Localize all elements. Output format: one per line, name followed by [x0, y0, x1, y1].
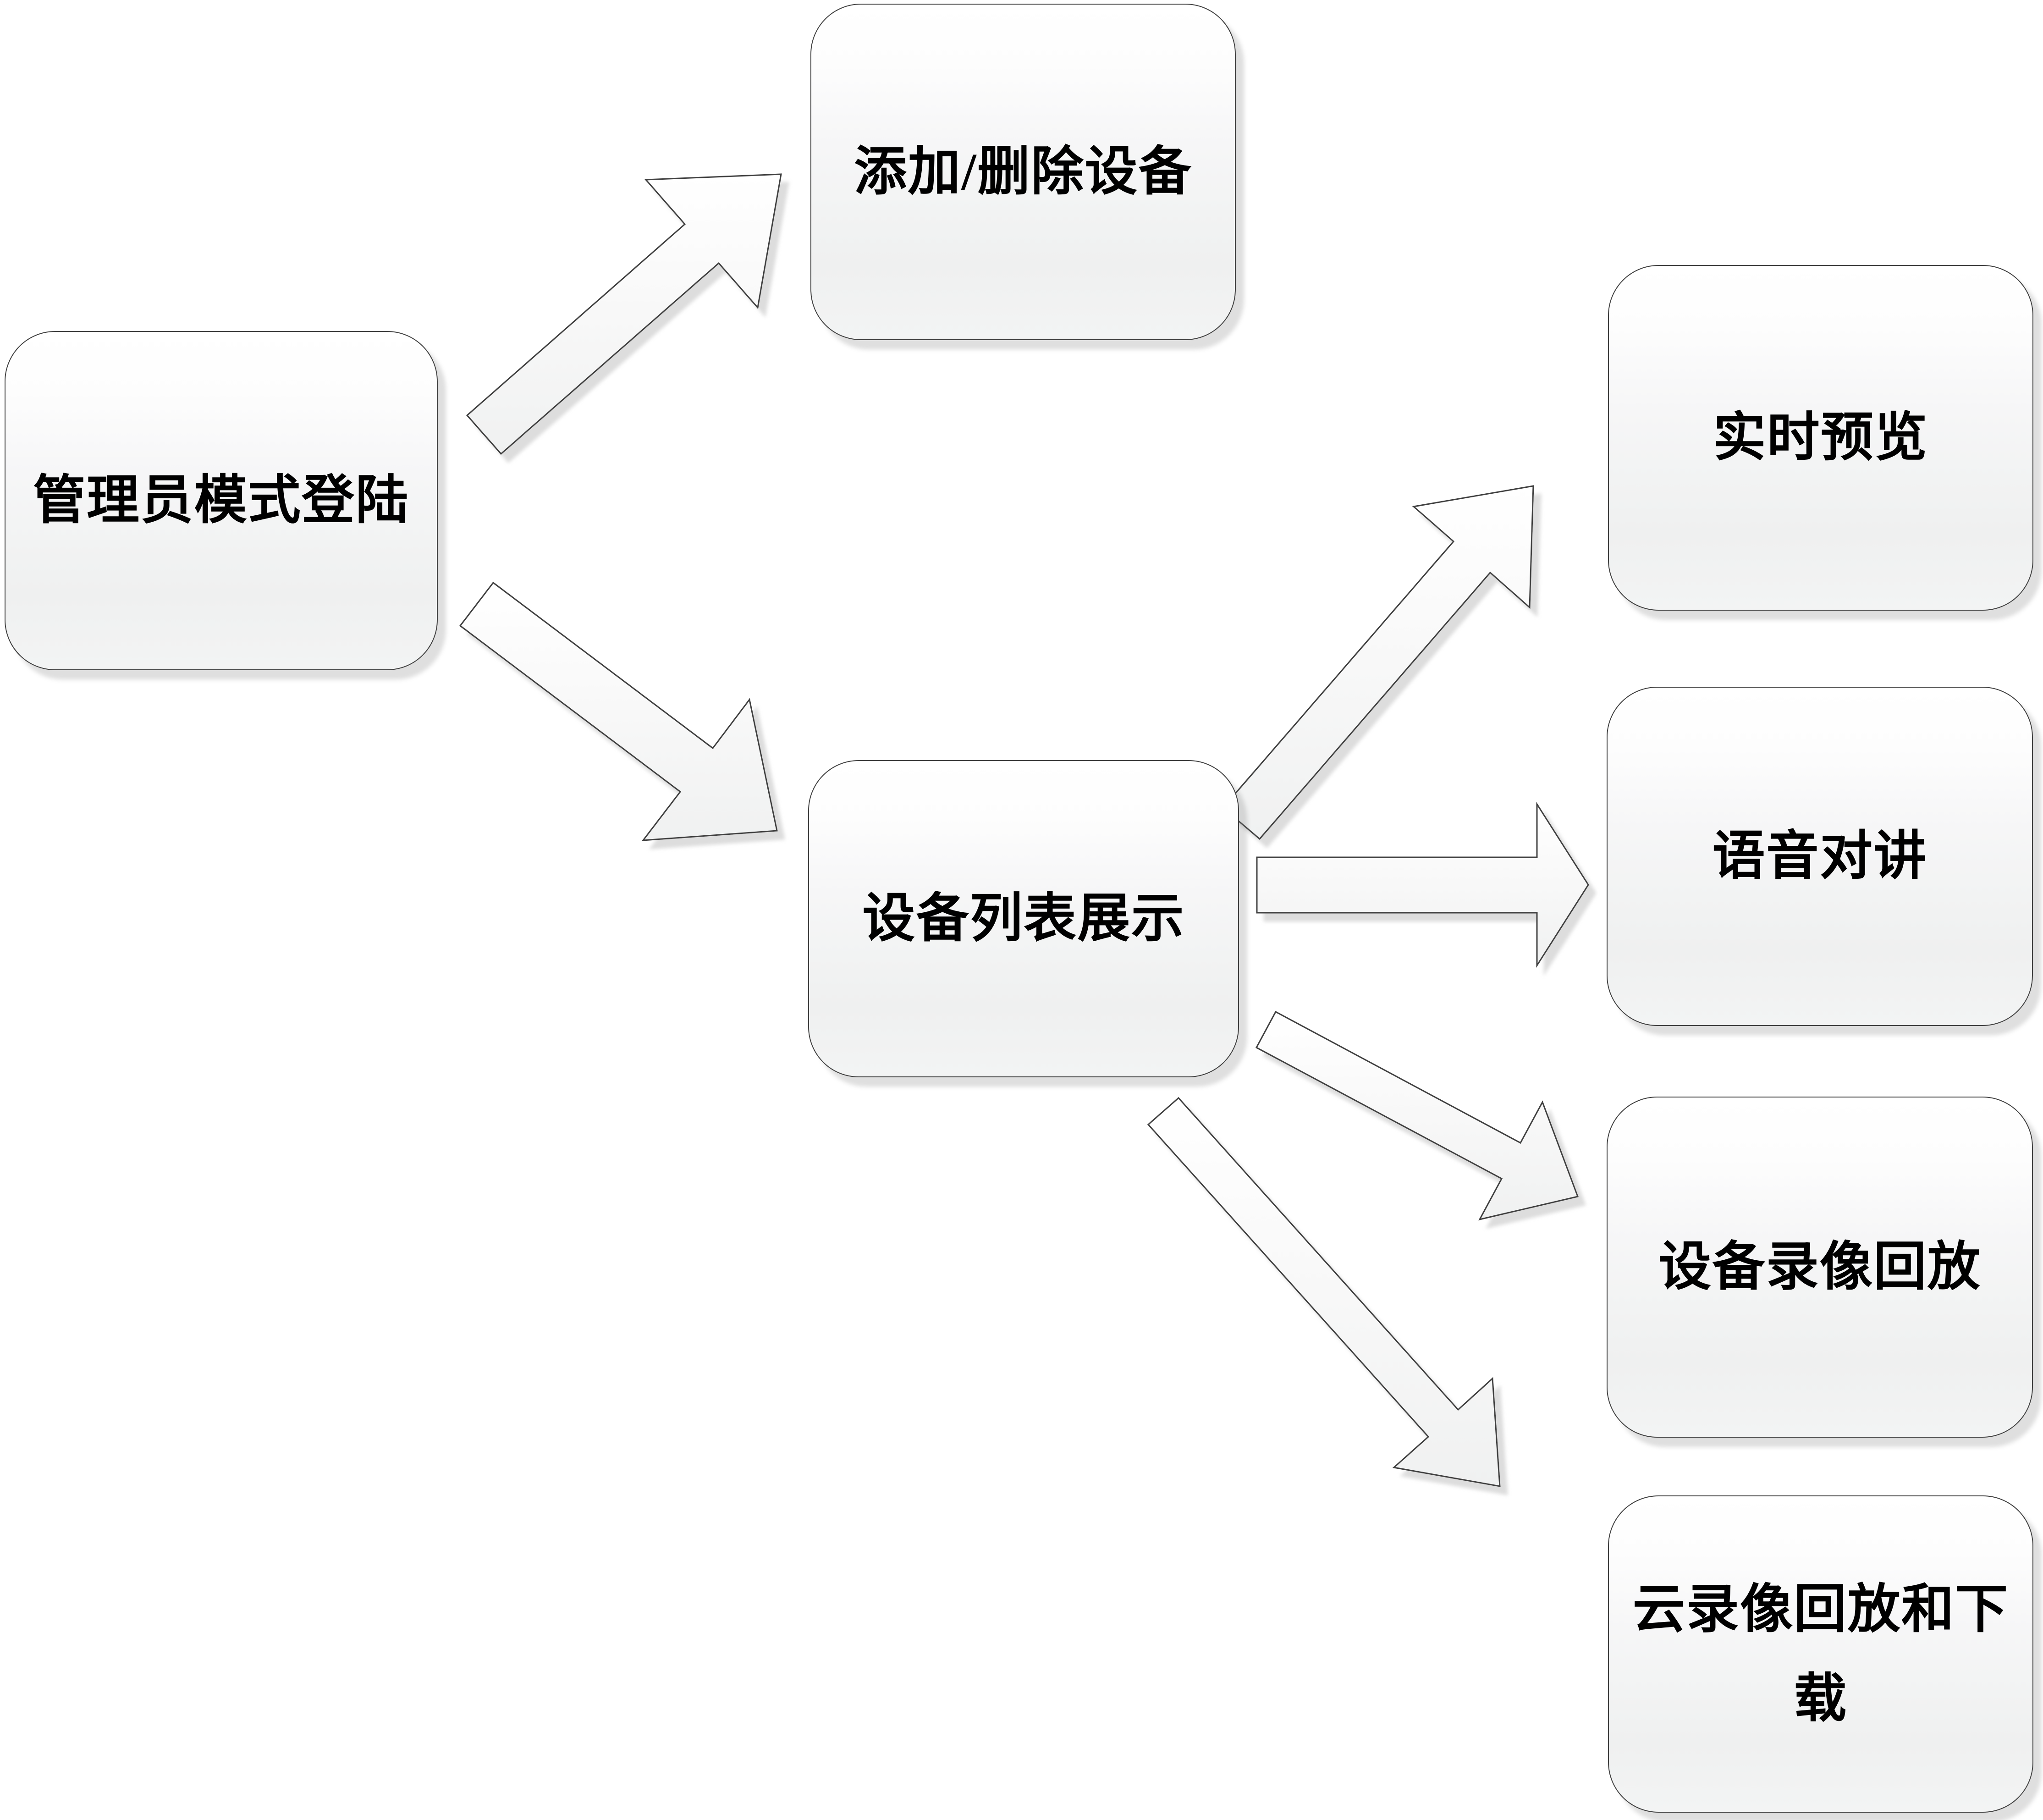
arrow-device-list-to-live-preview	[1222, 485, 1534, 840]
node-device-record-playback: 设备录像回放	[1606, 1096, 2033, 1438]
arrow-device-list-to-cloud-record-playback	[1147, 1097, 1501, 1487]
arrow-device-list-to-voice-intercom	[1256, 801, 1589, 968]
node-live-preview: 实时预览	[1608, 265, 2034, 611]
arrow-admin-login-to-add-delete-device	[466, 173, 782, 455]
node-add-delete-device-label: 添加/删除设备	[854, 143, 1193, 201]
node-cloud-record-playback: 云录像回放和下载	[1608, 1495, 2034, 1813]
node-device-list-label: 设备列表展示	[862, 889, 1185, 948]
node-admin-login-label: 管理员模式登陆	[33, 471, 409, 530]
node-add-delete-device: 添加/删除设备	[810, 3, 1236, 340]
node-voice-intercom-label: 语音对讲	[1712, 827, 1927, 886]
node-voice-intercom: 语音对讲	[1606, 686, 2033, 1026]
node-device-record-playback-label: 设备录像回放	[1658, 1238, 1981, 1296]
node-device-list: 设备列表展示	[808, 760, 1239, 1077]
arrow-device-list-to-device-record-playback	[1255, 1010, 1579, 1221]
node-cloud-record-playback-label: 云录像回放和下载	[1632, 1580, 2009, 1728]
node-admin-login: 管理员模式登陆	[4, 331, 438, 671]
node-live-preview-label: 实时预览	[1713, 408, 1928, 467]
arrow-admin-login-to-device-list	[459, 581, 778, 841]
